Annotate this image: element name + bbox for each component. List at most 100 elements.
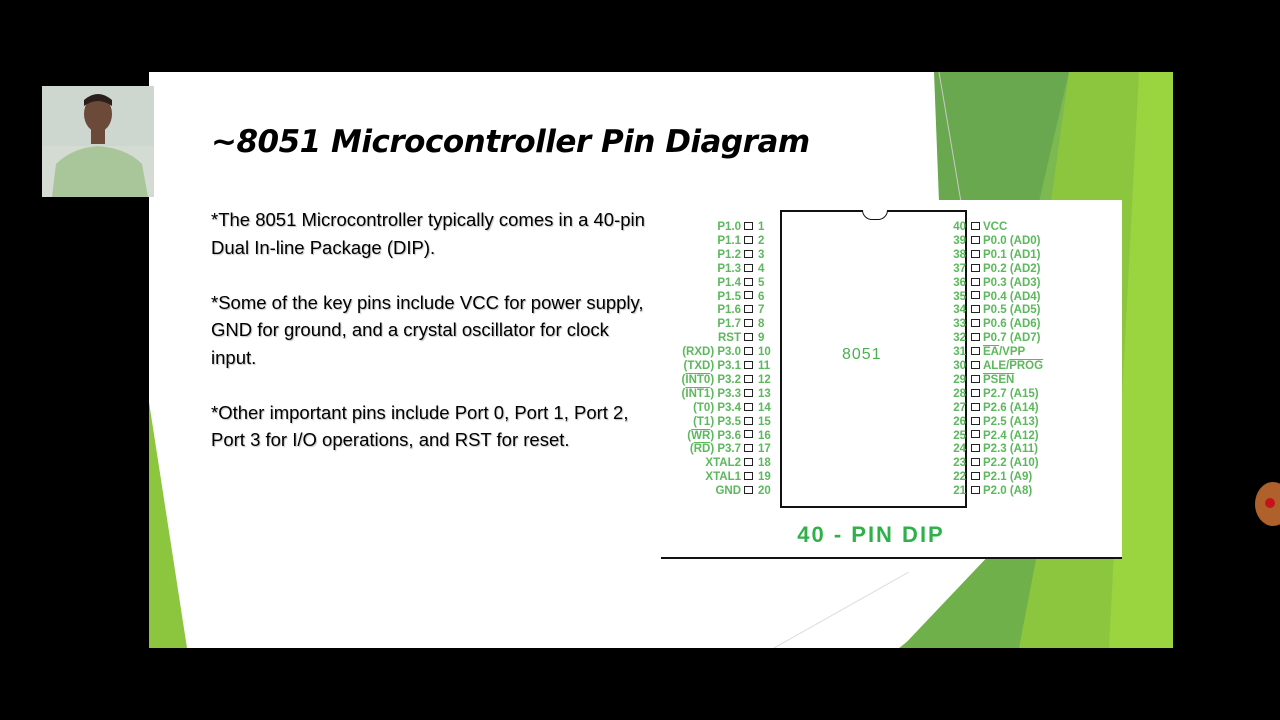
pin-label: GND — [715, 485, 741, 498]
pin-number: 4 — [758, 262, 765, 275]
pin-label: EA/VPP — [983, 346, 1026, 359]
pin-number: 15 — [758, 415, 771, 428]
pin-number: 10 — [758, 346, 771, 359]
pin-label: P2.1 (A9) — [983, 471, 1033, 484]
pin-label: P1.7 — [717, 318, 741, 331]
chip-body: 8051 — [780, 210, 967, 508]
pin-square-icon — [744, 486, 753, 495]
pin-square-icon — [744, 291, 753, 300]
pin-number: 2 — [758, 234, 765, 247]
pin-square-icon — [971, 319, 980, 328]
pin-number: 12 — [758, 373, 771, 386]
pin-number: 23 — [953, 457, 966, 470]
pin-number: 29 — [953, 373, 966, 386]
pin-label: P2.2 (A10) — [983, 457, 1039, 470]
pin-square-icon — [744, 249, 753, 258]
chip-label: 8051 — [842, 346, 882, 363]
pin-19: XTAL1 19 — [661, 470, 780, 484]
pin-label: (INT0) P3.2 — [681, 373, 741, 386]
pin-number: 1 — [758, 221, 765, 233]
pin-square-icon — [971, 444, 980, 453]
pin-square-icon — [971, 249, 980, 258]
pin-label: P1.0 — [717, 221, 741, 233]
pin-number: 21 — [953, 485, 966, 498]
pin-15: (T1) P3.5 15 — [661, 415, 780, 429]
pin-label: P1.3 — [717, 262, 741, 275]
pin-square-icon — [971, 360, 980, 369]
pin-label: P0.4 (AD4) — [983, 290, 1041, 303]
pin-number: 6 — [758, 290, 765, 303]
pin-38: 38 P0.1 (AD1) — [944, 248, 1094, 262]
pin-square-icon — [744, 458, 753, 467]
pin-number: 8 — [758, 318, 765, 331]
record-dot-icon — [1265, 498, 1275, 508]
pin-number: 16 — [758, 429, 771, 442]
pin-label: P0.0 (AD0) — [983, 234, 1041, 247]
pin-number: 18 — [758, 457, 771, 470]
pin-square-icon — [744, 472, 753, 481]
pin-label: XTAL1 — [705, 471, 741, 484]
pin-number: 38 — [953, 248, 966, 261]
pin-label: ALE/PROG — [983, 360, 1044, 372]
pin-square-icon — [744, 333, 753, 342]
chip-notch — [862, 210, 888, 220]
pin-square-icon — [971, 430, 980, 439]
pin-number: 33 — [953, 318, 966, 331]
pin-number: 7 — [758, 304, 765, 317]
pin-number: 39 — [953, 234, 966, 247]
presenter-video-icon — [42, 86, 154, 197]
pin-number: 3 — [758, 248, 765, 261]
pin-number: 32 — [953, 332, 966, 345]
pin-label: P1.5 — [717, 290, 741, 303]
pin-square-icon — [971, 347, 980, 356]
paragraph-key-pins: *Some of the key pins include VCC for po… — [211, 291, 644, 368]
pin-square-icon — [971, 305, 980, 314]
pin-number: 19 — [758, 471, 771, 484]
pin-33: 33 P0.6 (AD6) — [944, 317, 1094, 331]
pin-square-icon — [971, 374, 980, 383]
pin-label: PSEN — [983, 373, 1015, 386]
slide-title: ~8051 Microcontroller Pin Diagram — [211, 124, 810, 160]
pin-square-icon — [744, 374, 753, 383]
pin-label: (T1) P3.5 — [693, 415, 741, 428]
pin-label: P0.6 (AD6) — [983, 318, 1041, 331]
diagram-caption: 40 - PIN DIP — [797, 522, 945, 547]
paragraph-package: *The 8051 Microcontroller typically come… — [211, 209, 645, 258]
pin-label: P0.3 (AD3) — [983, 276, 1041, 289]
pin-square-icon — [744, 305, 753, 314]
pin-square-icon — [971, 472, 980, 481]
pin-square-icon — [744, 430, 753, 439]
pin-number: 17 — [758, 443, 771, 456]
pin-square-icon — [744, 444, 753, 453]
pin-square-icon — [744, 360, 753, 369]
pin-square-icon — [971, 263, 980, 272]
pin-label: P1.6 — [717, 304, 741, 317]
record-indicator[interactable] — [1255, 482, 1280, 526]
pin-label: P0.1 (AD1) — [983, 248, 1041, 261]
pin-square-icon — [744, 319, 753, 328]
pin-6: P1.5 6 — [661, 290, 780, 304]
pin-label: P2.0 (A8) — [983, 485, 1033, 498]
pin-number: 25 — [953, 429, 966, 442]
pin-label: P2.5 (A13) — [983, 415, 1039, 428]
pin-number: 14 — [758, 401, 771, 414]
pin-label: VCC — [983, 221, 1008, 233]
pin-number: 30 — [953, 360, 966, 372]
pin-square-icon — [971, 416, 980, 425]
pin-square-icon — [744, 388, 753, 397]
pin-39: 39 P0.0 (AD0) — [944, 234, 1094, 248]
